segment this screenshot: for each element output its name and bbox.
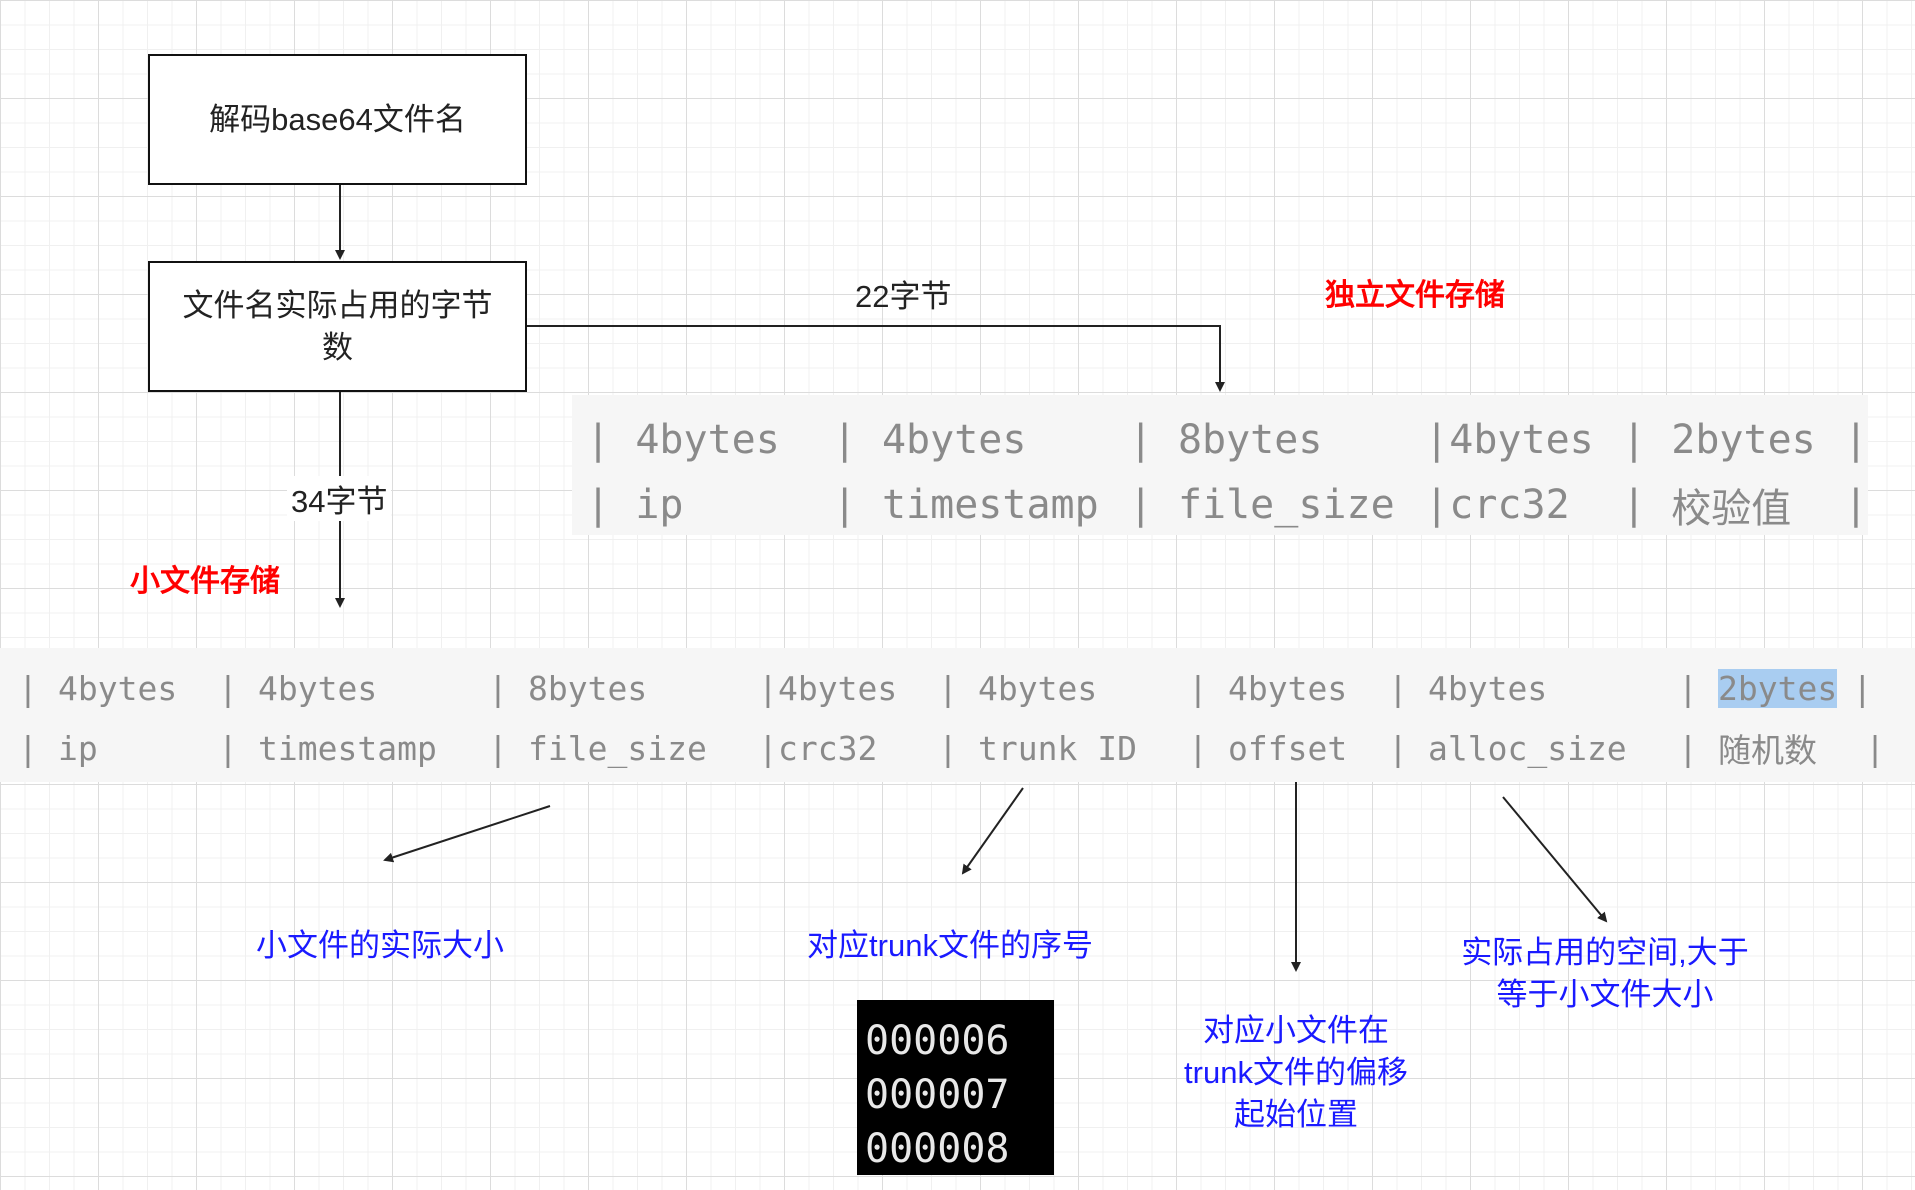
small-field: ip: [58, 728, 98, 768]
section-label-standalone: 独立文件存储: [1325, 279, 1505, 312]
node-decode-label: 解码base64文件名: [209, 101, 466, 137]
standalone-field: ip: [635, 481, 684, 528]
small-field: file_size: [528, 728, 707, 768]
section-label-small: 小文件存储: [130, 565, 280, 598]
small-size: 4bytes: [1428, 668, 1548, 708]
note-alloc-size: 实际占用的空间,大于等于小文件大小: [1461, 935, 1749, 1012]
edge-bytes-to-standalone: [526, 325, 1225, 392]
note-offset: 对应小文件在trunk文件的偏移起始位置: [1184, 1013, 1408, 1132]
small-field-row: | ip | timestamp | file_size | crc32 | t…: [18, 718, 1915, 778]
trunk-file-line: 000007: [865, 1072, 1010, 1118]
standalone-field: crc32: [1449, 481, 1570, 528]
small-layout-block: | 4bytes | 4bytes | 8bytes | 4bytes | 4b…: [0, 648, 1915, 782]
trunk-file-line: 000006: [865, 1018, 1010, 1064]
small-size-highlighted: 2bytes: [1718, 668, 1838, 708]
edge-label-22-bytes: 22字节: [855, 279, 952, 314]
note-trunk-id: 对应trunk文件的序号: [807, 928, 1093, 963]
standalone-size: 8bytes: [1177, 416, 1323, 463]
standalone-field: file_size: [1177, 481, 1395, 528]
small-field: 随机数: [1718, 731, 1817, 770]
arrow-trunk-id-note: [961, 787, 1024, 875]
standalone-size: 4bytes: [1449, 416, 1594, 463]
trunk-file-line: 000008: [865, 1126, 1010, 1172]
small-size: 8bytes: [528, 668, 648, 708]
standalone-size-row: | 4bytes | 4bytes | 8bytes | 4bytes | 2b…: [586, 416, 1868, 463]
standalone-layout-block: | 4bytes | 4bytes | 8bytes | 4bytes | 2b…: [572, 395, 1868, 535]
small-size: 4bytes: [1228, 668, 1348, 708]
edge-label-34-bytes: 34字节: [287, 476, 392, 521]
node-filename-bytes: 文件名实际占用的字节数: [148, 261, 527, 392]
standalone-field: 校验值: [1671, 485, 1792, 532]
small-size: 4bytes: [978, 668, 1098, 708]
standalone-field: timestamp: [881, 481, 1099, 528]
standalone-field-row: | ip | timestamp | file_size | crc32 | 校…: [586, 472, 1868, 537]
arrow-alloc-size-note: [1502, 796, 1608, 923]
small-field: alloc_size: [1428, 728, 1627, 768]
small-field: timestamp: [258, 728, 437, 768]
small-size: 4bytes: [778, 668, 898, 708]
small-field: crc32: [778, 728, 878, 768]
node-bytes-label: 文件名实际占用的字节数: [182, 287, 493, 365]
small-size-row: | 4bytes | 4bytes | 8bytes | 4bytes | 4b…: [18, 668, 1873, 708]
node-decode-filename: 解码base64文件名: [148, 54, 527, 185]
standalone-size: 4bytes: [635, 416, 780, 463]
small-field: trunk ID: [978, 728, 1137, 768]
note-file-size: 小文件的实际大小: [256, 928, 504, 963]
small-size: 4bytes: [58, 668, 178, 708]
arrow-file-size-note: [383, 805, 551, 863]
standalone-size: 4bytes: [881, 416, 1027, 463]
small-field: offset: [1228, 728, 1348, 768]
trunk-file-listing: 000006 000007 000008: [857, 1000, 1054, 1175]
standalone-size: 2bytes: [1671, 416, 1816, 463]
small-size: 4bytes: [258, 668, 378, 708]
